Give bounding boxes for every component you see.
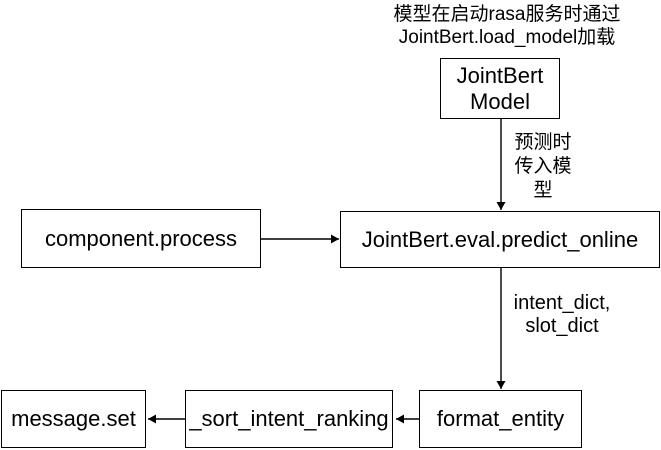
edge-label-predict-input: 预测时 传入模 型 xyxy=(514,132,572,201)
node-format-entity: format_entity xyxy=(419,390,582,448)
node-jointbert-model: JointBert Model xyxy=(440,58,560,119)
node-component-process: component.process xyxy=(21,209,261,268)
node-sort-intent-ranking: _sort_intent_ranking xyxy=(185,390,393,448)
edge-label-intent-slot: intent_dict, slot_dict xyxy=(513,292,611,337)
annotation-model-load: 模型在启动rasa服务时通过 JointBert.load_model加载 xyxy=(393,4,621,48)
node-message-set: message.set xyxy=(1,390,146,448)
node-predict-online: JointBert.eval.predict_online xyxy=(340,211,660,268)
